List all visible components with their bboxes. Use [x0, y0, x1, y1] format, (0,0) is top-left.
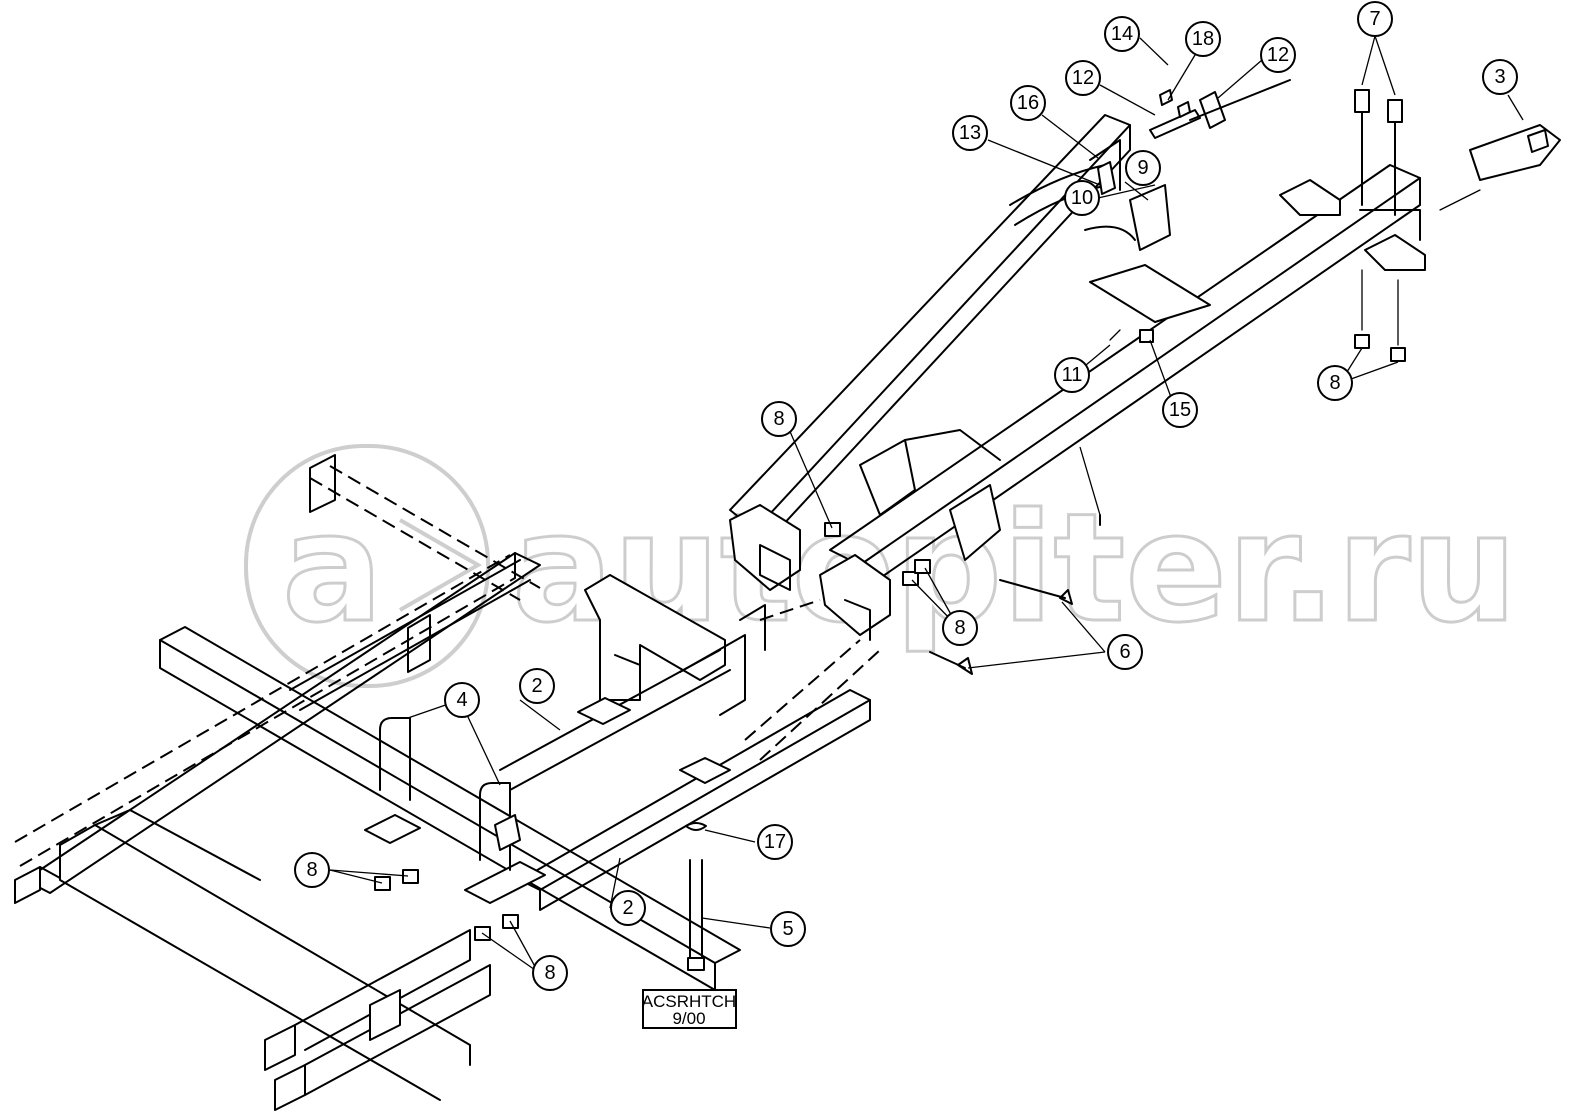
svg-text:2: 2: [531, 675, 542, 697]
callout-9: 9: [1125, 150, 1161, 186]
callout-7: 7: [1357, 1, 1393, 37]
svg-text:8: 8: [306, 859, 317, 881]
callout-10: 10: [1064, 180, 1100, 216]
svg-text:11: 11: [1062, 364, 1083, 386]
callout-12-left: 12: [1065, 60, 1101, 96]
callout-11: 11: [1054, 357, 1090, 393]
callout-2-upper: 2: [519, 668, 555, 704]
callout-8-lower: 8: [532, 955, 568, 991]
svg-text:10: 10: [1071, 187, 1093, 209]
svg-text:18: 18: [1192, 28, 1214, 50]
callout-15: 15: [1162, 392, 1198, 428]
svg-text:13: 13: [959, 122, 981, 144]
implement-frame: [14, 454, 741, 1111]
callout-5: 5: [770, 911, 806, 947]
callout-2-lower: 2: [610, 890, 646, 926]
svg-text:5: 5: [782, 918, 793, 940]
callout-8-top-right: 8: [1317, 365, 1353, 401]
callout-8-lower-left: 8: [294, 852, 330, 888]
callout-17: 17: [757, 824, 793, 860]
svg-text:9: 9: [1137, 157, 1148, 179]
stamp-date: 9/00: [672, 1009, 705, 1028]
svg-text:17: 17: [764, 831, 786, 853]
upper-components: [1009, 79, 1561, 251]
callout-8-clevis: 8: [942, 610, 978, 646]
svg-text:12: 12: [1267, 44, 1289, 66]
svg-text:8: 8: [1329, 372, 1340, 394]
callout-13: 13: [952, 115, 988, 151]
drawing-stamp: ACSRHTCH 9/00: [642, 989, 737, 1029]
svg-text:8: 8: [773, 408, 784, 430]
callout-18: 18: [1185, 21, 1221, 57]
callout-3: 3: [1482, 59, 1518, 95]
svg-text:3: 3: [1494, 66, 1505, 88]
svg-text:4: 4: [456, 689, 467, 711]
callout-6: 6: [1107, 634, 1143, 670]
watermark-logo-letter: a: [282, 482, 383, 656]
svg-text:7: 7: [1369, 8, 1380, 30]
callout-16: 16: [1010, 85, 1046, 121]
callout-14: 14: [1104, 16, 1140, 52]
callout-8-center: 8: [761, 401, 797, 437]
svg-text:2: 2: [622, 897, 633, 919]
stamp-code: ACSRHTCH: [642, 992, 736, 1011]
bolts: [685, 89, 1406, 971]
callout-12-right: 12: [1260, 37, 1296, 73]
svg-text:15: 15: [1169, 399, 1191, 421]
svg-text:6: 6: [1119, 641, 1130, 663]
svg-text:12: 12: [1072, 67, 1094, 89]
callouts: 14 18 12 12 7 3 16 13 10 9 11 15 8 8 8 6…: [294, 1, 1518, 991]
svg-text:8: 8: [544, 962, 555, 984]
hitch-frame: [364, 114, 1426, 911]
svg-text:14: 14: [1111, 23, 1133, 45]
callout-4: 4: [444, 682, 480, 718]
svg-text:8: 8: [954, 617, 965, 639]
svg-text:16: 16: [1017, 92, 1039, 114]
